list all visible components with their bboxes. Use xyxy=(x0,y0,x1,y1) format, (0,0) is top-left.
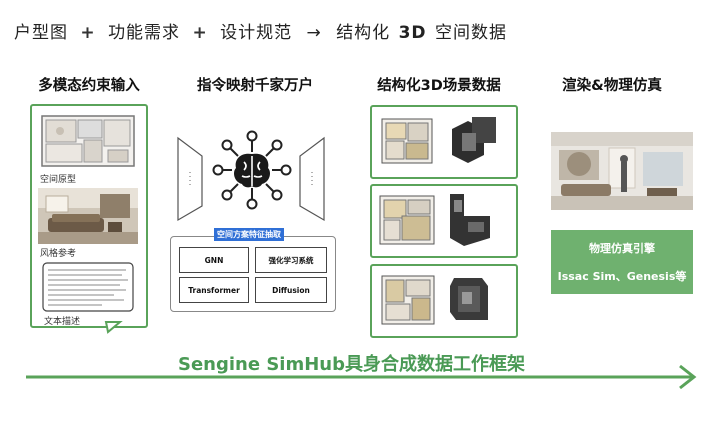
floorplan-caption: 空间原型 xyxy=(40,175,77,185)
sim-engine-names: Issac Sim、Genesis等 xyxy=(557,270,687,283)
scene-card-3 xyxy=(370,264,518,338)
model-cell-diffusion: Diffusion xyxy=(255,277,327,303)
col-title-3d-data: 结构化3D场景数据 xyxy=(377,78,501,94)
style-caption: 风格参考 xyxy=(40,249,77,259)
timeline-arrow-icon xyxy=(26,364,697,390)
plus-icon: + xyxy=(192,23,208,43)
scene-card-2 xyxy=(370,184,518,258)
text-description-image xyxy=(42,262,134,312)
floorplan-3d-image xyxy=(381,117,496,164)
style-reference-image xyxy=(38,188,138,244)
floorplan-image xyxy=(38,112,138,170)
sim-engine-title: 物理仿真引擎 xyxy=(589,242,655,255)
col-title-inputs: 多模态约束输入 xyxy=(38,78,140,94)
headline-requirements: 功能需求 xyxy=(108,23,181,43)
input-card: 空间原型 风格参考 文本描述 xyxy=(30,104,148,328)
col-title-render: 渲染&物理仿真 xyxy=(562,78,662,94)
scene-card-1 xyxy=(370,105,518,179)
text-caption: 文本描述 xyxy=(44,317,81,327)
arrow-right-icon: → xyxy=(306,23,322,43)
floorplan-3d-image xyxy=(381,275,488,325)
model-cell-transformer: Transformer xyxy=(179,277,249,303)
headline-floorplan: 户型图 xyxy=(14,23,68,43)
headline-spatial-data: 空间数据 xyxy=(434,23,507,43)
floorplan-3d-image xyxy=(379,194,490,246)
right-projection-panel xyxy=(299,136,325,222)
col-title-mapping: 指令映射千家万户 xyxy=(197,78,313,94)
headline-specs: 设计规范 xyxy=(220,23,293,43)
feature-extraction-label: 空间方案特征抽取 xyxy=(214,228,284,241)
render-image xyxy=(551,132,693,210)
headline-3d: 3D xyxy=(398,23,427,43)
brain-network-icon xyxy=(212,130,292,210)
headline: 户型图 + 功能需求 + 设计规范 → 结构化 3D 空间数据 xyxy=(14,18,507,43)
left-projection-panel xyxy=(177,136,203,222)
model-cell-gnn: GNN xyxy=(179,247,249,273)
model-cell-rl: 强化学习系统 xyxy=(255,247,327,273)
sim-engine-panel: 物理仿真引擎 Issac Sim、Genesis等 xyxy=(551,230,693,294)
model-panel: GNN 强化学习系统 Transformer Diffusion xyxy=(170,236,336,312)
plus-icon: + xyxy=(80,23,96,43)
bubble-tail-icon xyxy=(104,321,123,334)
framework-title: Sengine SimHub具身合成数据工作框架 xyxy=(178,354,525,375)
headline-structured: 结构化 xyxy=(336,23,391,43)
